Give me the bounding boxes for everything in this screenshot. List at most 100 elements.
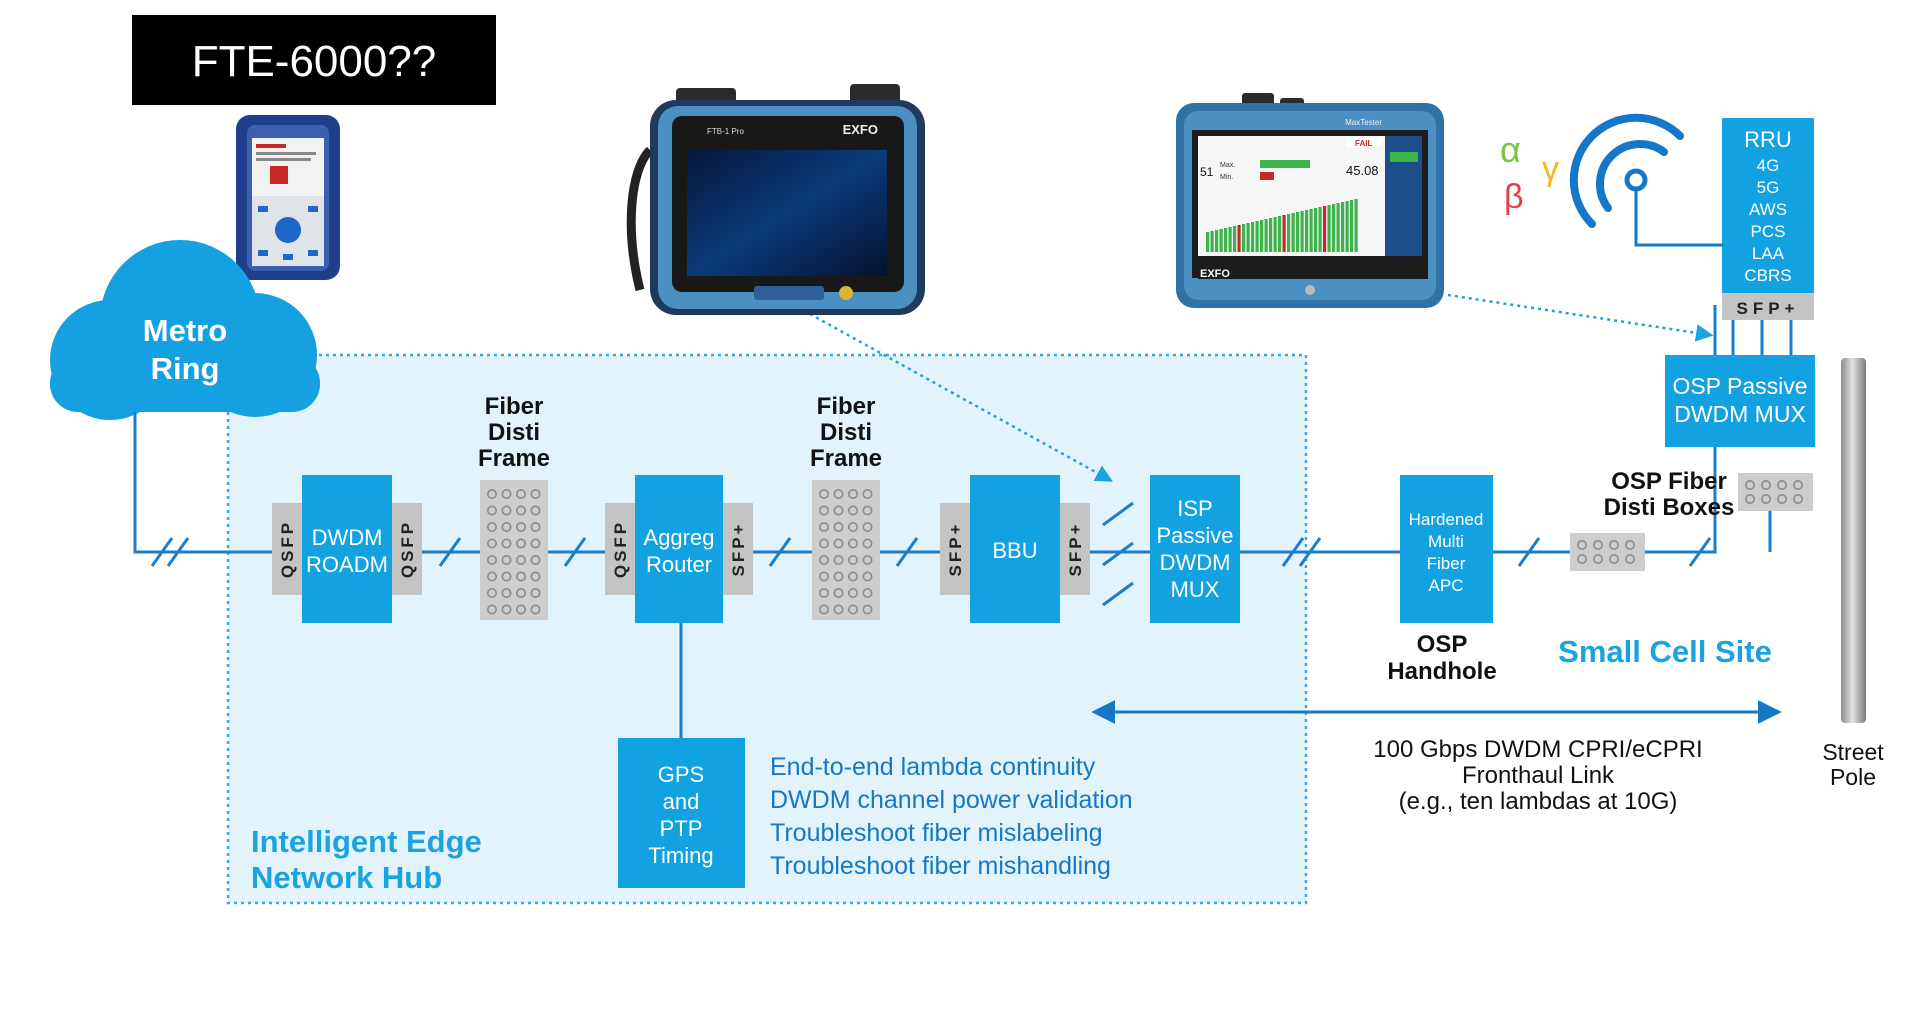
fiber-port — [1577, 539, 1588, 550]
fdf1-label-1: Fiber — [485, 393, 544, 420]
rru-band-5: LAA — [1752, 244, 1785, 263]
fte-badge-label: FTE-6000?? — [192, 37, 437, 86]
fiber-port — [833, 505, 844, 516]
bbu-label: BBU — [992, 538, 1037, 563]
street-pole-label-1: Street — [1822, 739, 1884, 765]
fronthaul-link-label-2: Fronthaul Link — [1462, 762, 1615, 789]
gps-label-3: PTP — [660, 816, 703, 841]
rru-box — [1722, 118, 1814, 293]
small-cell-site-label: Small Cell Site — [1558, 634, 1772, 669]
metro-ring-label-2: Ring — [151, 351, 220, 386]
hub-region — [226, 353, 1308, 905]
fiber-port — [847, 521, 858, 532]
fiber-port — [486, 571, 497, 582]
fiber-port-dots — [486, 479, 1804, 615]
isp-mux-label-1: ISP — [1177, 496, 1212, 521]
ftb-brand-label: EXFO — [843, 122, 878, 137]
handhole-box — [1400, 475, 1493, 623]
hub-label-1: Intelligent Edge — [251, 824, 482, 859]
fiber-port — [515, 587, 526, 598]
maxtester-bar — [1300, 211, 1304, 252]
fiber-port — [818, 604, 829, 615]
fiber-port — [1777, 493, 1788, 504]
fiber-port — [486, 505, 497, 516]
fiber-port — [486, 521, 497, 532]
ftb-model-label: FTB-1 Pro — [707, 127, 744, 136]
maxtester-bar — [1314, 208, 1318, 252]
maxtester-bar — [1318, 207, 1322, 252]
maxtester-bar — [1282, 215, 1286, 252]
fiber-port — [1793, 493, 1804, 504]
fiber-port — [501, 587, 512, 598]
fiber-port — [501, 571, 512, 582]
fiber-port — [1793, 479, 1804, 490]
fiber-port — [1761, 479, 1772, 490]
gps-label-1: GPS — [658, 762, 704, 787]
fiber-port — [1777, 479, 1788, 490]
fiber-port — [862, 488, 873, 499]
maxtester-bar — [1327, 205, 1331, 252]
fiber-port — [847, 571, 858, 582]
maxtester-bar — [1354, 199, 1358, 252]
handhole-label-1: OSP — [1417, 631, 1468, 658]
dwdm-roadm-label-2: ROADM — [306, 552, 388, 577]
fiber-port — [501, 538, 512, 549]
maxtester-bar — [1332, 204, 1336, 252]
osp-mux-label-1: OSP Passive — [1672, 373, 1807, 399]
fiber-port — [847, 587, 858, 598]
fiber-port — [530, 521, 541, 532]
fiber-port — [486, 488, 497, 499]
maxtester-bar — [1309, 209, 1313, 252]
fiber-port — [515, 571, 526, 582]
fiber-slash-marks — [150, 501, 1712, 607]
fiber-port — [847, 554, 858, 565]
street-pole — [1841, 358, 1866, 723]
maxtester-bar — [1215, 230, 1219, 252]
maxtester-bar-graph — [1206, 199, 1358, 252]
maxtester-bar — [1237, 225, 1241, 252]
isp-mux-label-3: DWDM — [1160, 550, 1231, 575]
maxtester-bar — [1224, 228, 1228, 252]
fiber-port — [486, 538, 497, 549]
rru-sfp-module — [1722, 293, 1814, 320]
fiber-port — [833, 521, 844, 532]
maxtester-bar — [1233, 226, 1237, 252]
fiber-port — [833, 554, 844, 565]
rru-band-6: CBRS — [1744, 266, 1791, 285]
fiber-port — [1761, 493, 1772, 504]
fiber-port — [833, 488, 844, 499]
qsfp-router: QSFP — [611, 520, 630, 578]
maxtester-min-label: Min. — [1220, 174, 1233, 181]
fiber-port — [515, 505, 526, 516]
fiber-port — [818, 571, 829, 582]
fte-6000-device — [236, 115, 340, 280]
isp-mux-label-2: Passive — [1156, 523, 1233, 548]
fiber-port — [501, 521, 512, 532]
maxtester-bar — [1219, 229, 1223, 252]
greek-gamma: γ — [1542, 150, 1559, 188]
osp-disti-box-1 — [1570, 533, 1645, 571]
fiber-port — [530, 571, 541, 582]
fiber-port — [530, 554, 541, 565]
fiber-port — [1593, 539, 1604, 550]
maxtester-bar — [1341, 202, 1345, 252]
rru-band-1: 4G — [1757, 156, 1780, 175]
fiber-port — [862, 587, 873, 598]
rru-sfp-label: SFP+ — [1737, 299, 1800, 318]
fiber-port — [833, 587, 844, 598]
maxtester-bar — [1323, 206, 1327, 252]
qsfp-right-roadm: QSFP — [398, 520, 417, 578]
metro-ring-label-1: Metro — [143, 313, 227, 348]
maxtester-value-2: 45.08 — [1346, 163, 1379, 178]
greek-beta: β — [1504, 178, 1524, 216]
fte-badge — [132, 15, 496, 105]
metro-ring-cloud — [50, 240, 320, 420]
handhole-box-label-3: Fiber — [1427, 554, 1466, 573]
fiber-port — [847, 488, 858, 499]
rru-title: RRU — [1744, 127, 1792, 152]
isp-mux-label-4: MUX — [1171, 577, 1220, 602]
maxtester-bar — [1264, 219, 1268, 252]
osp-boxes-label-1: OSP Fiber — [1611, 468, 1727, 495]
test-item-4: Troubleshoot fiber mishandling — [770, 852, 1111, 880]
